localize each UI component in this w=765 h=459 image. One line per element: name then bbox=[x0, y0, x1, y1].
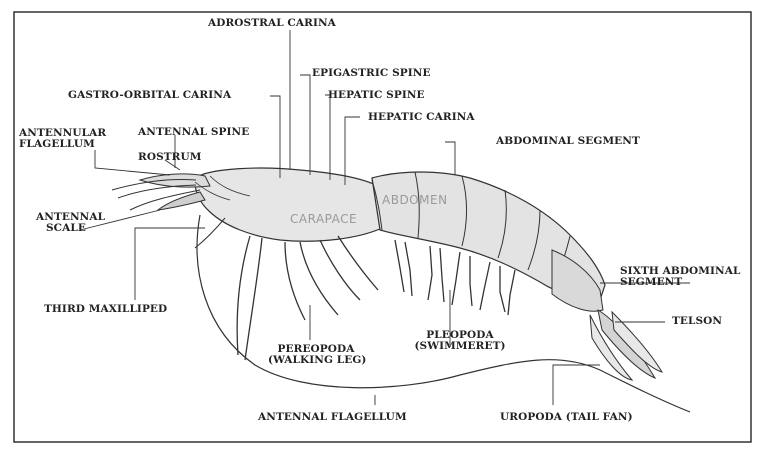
carapace-shape bbox=[195, 168, 382, 241]
label-pleopoda-2: (SWIMMERET) bbox=[414, 341, 506, 352]
label-abdominal-segment: ABDOMINAL SEGMENT bbox=[496, 136, 640, 147]
abdomen-body-label: ABDOMEN bbox=[382, 193, 448, 207]
label-rostrum: ROSTRUM bbox=[138, 152, 201, 163]
label-hepatic-spine: HEPATIC SPINE bbox=[328, 90, 425, 101]
label-uropoda: UROPODA (TAIL FAN) bbox=[500, 412, 633, 423]
antennal-scale-shape bbox=[158, 192, 205, 210]
label-antennular-flagellum-2: FLAGELLUM bbox=[19, 139, 95, 150]
label-sixth-abdominal-2: SEGMENT bbox=[620, 277, 682, 288]
label-gastro-orbital-carina: GASTRO-ORBITAL CARINA bbox=[68, 90, 231, 101]
label-telson: TELSON bbox=[672, 316, 722, 327]
pereopod-legs bbox=[237, 236, 378, 360]
label-antennal-scale-2: SCALE bbox=[46, 223, 86, 234]
carapace-body-label: CARAPACE bbox=[290, 212, 357, 226]
label-epigastric-spine: EPIGASTRIC SPINE bbox=[312, 68, 431, 79]
label-hepatic-carina: HEPATIC CARINA bbox=[368, 112, 475, 123]
label-third-maxilliped: THIRD MAXILLIPED bbox=[44, 304, 167, 315]
label-pereopoda-2: (WALKING LEG) bbox=[268, 355, 364, 366]
label-antennal-flagellum: ANTENNAL FLAGELLUM bbox=[258, 412, 407, 423]
label-antennal-spine: ANTENNAL SPINE bbox=[138, 127, 249, 138]
maxilliped-line bbox=[195, 218, 225, 248]
label-adrostral-carina: ADROSTRAL CARINA bbox=[208, 18, 336, 29]
